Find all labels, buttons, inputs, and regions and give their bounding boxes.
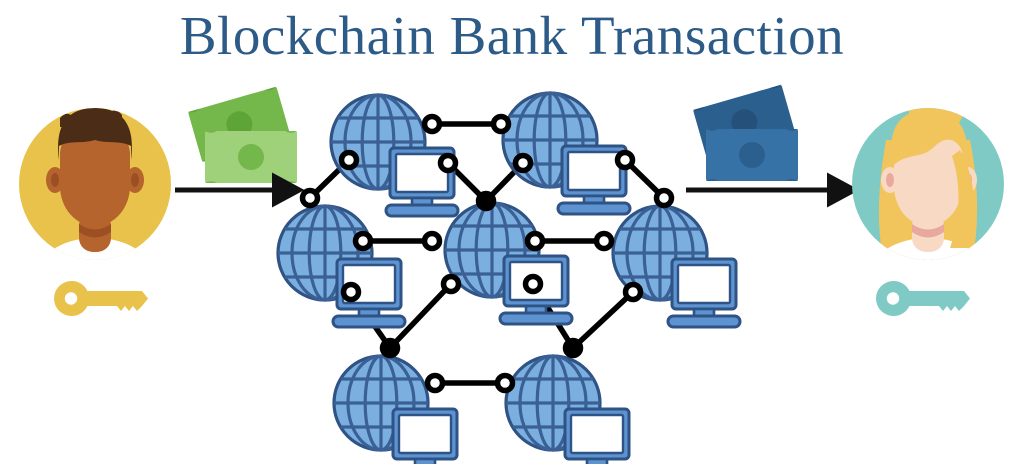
connector-dot[interactable] [338, 149, 360, 171]
connector-dot[interactable] [593, 230, 615, 252]
connector-dot-junction[interactable] [475, 190, 497, 212]
connector-dot[interactable] [653, 187, 675, 209]
receiver-avatar [852, 108, 1004, 317]
receiver-private-key [876, 280, 970, 317]
sender-collar [79, 224, 111, 238]
connector-dot[interactable] [352, 230, 374, 252]
money-green [188, 86, 297, 183]
network-nodes [276, 91, 742, 464]
network-node-bottom-left[interactable] [332, 354, 463, 464]
connector-dot[interactable] [622, 281, 644, 303]
connector-dot[interactable] [494, 372, 516, 394]
network-node-mid-right[interactable] [611, 204, 742, 329]
connector-dot[interactable] [512, 152, 534, 174]
connector-dot[interactable] [421, 230, 443, 252]
receiver-hair-bun [909, 108, 963, 132]
link-mid-center-to-bottom-left [388, 282, 453, 350]
connector-dot[interactable] [424, 372, 446, 394]
connector-dot[interactable] [614, 149, 636, 171]
receiver-collar [912, 224, 944, 238]
sender-ear-inner-right [131, 173, 139, 187]
receiver-ear-inner-left [886, 173, 894, 187]
page-title: Blockchain Bank Transaction [179, 5, 845, 66]
connector-dot[interactable] [421, 113, 443, 135]
network-node-bottom-right[interactable] [504, 354, 635, 464]
sender-avatar [19, 108, 171, 317]
connector-dot[interactable] [437, 152, 459, 174]
sender-hair-top [60, 110, 122, 127]
network-connectors [299, 113, 675, 394]
network-node-mid-center[interactable] [443, 201, 574, 326]
money-blue [693, 84, 798, 181]
connector-dot-junction[interactable] [379, 337, 401, 359]
money-green-bill-front [205, 131, 297, 183]
money-blue-bill-front [706, 129, 798, 181]
connector-dot-junction[interactable] [562, 337, 584, 359]
receiver-hair-strand [950, 150, 975, 248]
connector-dot[interactable] [440, 273, 462, 295]
connector-dot[interactable] [524, 230, 546, 252]
connector-dot[interactable] [340, 281, 362, 303]
sender-private-key [54, 280, 148, 317]
sender-ear-inner-left [51, 173, 59, 187]
connector-dot[interactable] [490, 113, 512, 135]
connector-dot[interactable] [299, 187, 321, 209]
network-node-mid-left[interactable] [276, 204, 407, 329]
link-mid-right-to-bottom-right [571, 289, 635, 351]
connector-dot[interactable] [522, 273, 544, 295]
